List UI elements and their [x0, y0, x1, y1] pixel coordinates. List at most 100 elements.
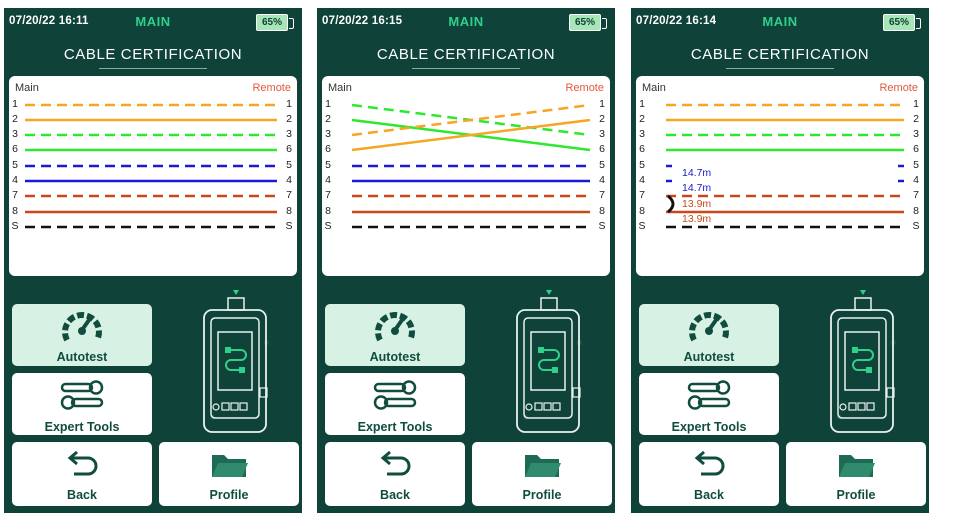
main-label: Main: [642, 82, 666, 94]
status-time: 07/20/22 16:11: [9, 15, 89, 27]
status-time: 07/20/22 16:15: [322, 15, 403, 27]
tester-device-icon: [203, 290, 268, 433]
folder-icon: [212, 455, 248, 477]
status-bar: 07/20/22 16:15 MAIN 65%: [317, 8, 615, 36]
back-arrow-icon: [67, 450, 98, 476]
page-title: CABLE CERTIFICATION: [376, 46, 556, 63]
right-pin: 2: [286, 113, 292, 125]
status-mode: MAIN: [135, 14, 171, 29]
short-indicator-icon: [667, 194, 675, 214]
right-pin: 3: [599, 128, 605, 140]
right-pin: 6: [913, 143, 919, 155]
left-pin: 1: [12, 98, 18, 110]
left-pin: 4: [12, 174, 18, 186]
right-pin: 7: [913, 189, 919, 201]
expert-tools-button[interactable]: Expert Tools: [325, 373, 465, 435]
wrench-icon: [687, 380, 731, 410]
right-pin: 4: [286, 174, 292, 186]
left-pin: 2: [639, 113, 645, 125]
main-label: Main: [15, 82, 39, 94]
right-pin: 8: [599, 205, 605, 217]
remote-label: Remote: [565, 82, 604, 94]
tester-device-icon: [830, 290, 895, 433]
left-pin: 2: [325, 113, 331, 125]
battery-tip-icon: [602, 18, 607, 29]
right-pin: 6: [599, 143, 605, 155]
title-underline: [99, 68, 207, 69]
page-title: CABLE CERTIFICATION: [690, 46, 870, 63]
status-bar: 07/20/22 16:11 MAIN 65%: [4, 8, 302, 36]
expert-tools-button[interactable]: Expert Tools: [639, 373, 779, 435]
right-pin: 4: [599, 174, 605, 186]
left-pin: 6: [639, 143, 645, 155]
right-pin: 5: [286, 159, 292, 171]
left-pin: 5: [12, 159, 18, 171]
left-pin: S: [11, 220, 19, 232]
folder-icon: [839, 455, 875, 477]
left-pin: 7: [325, 189, 331, 201]
profile-button[interactable]: Profile: [159, 442, 299, 506]
left-pin: 3: [12, 128, 18, 140]
back-arrow-icon: [694, 450, 725, 476]
status-mode: MAIN: [762, 14, 798, 29]
right-pin: 6: [286, 143, 292, 155]
wiremap-panel: Main Remote 1 2 3 6 5 4 7 8 S 1 2 3 6 5 …: [322, 76, 610, 276]
autotest-gauge-icon: [62, 312, 102, 342]
title-underline: [726, 68, 834, 69]
screen-wiremap-open-short: 07/20/22 16:14 MAIN 65% CABLE CERTIFICAT…: [631, 8, 929, 513]
remote-label: Remote: [252, 82, 291, 94]
right-pin: 2: [599, 113, 605, 125]
autotest-gauge-icon: [689, 312, 729, 342]
profile-label: Profile: [522, 488, 562, 502]
back-label: Back: [694, 488, 724, 502]
screen-wiremap-pass: 07/20/22 16:11 MAIN 65% CABLE CERTIFICAT…: [4, 8, 302, 513]
left-pin: 2: [12, 113, 18, 125]
right-pin: 1: [286, 98, 292, 110]
back-button[interactable]: Back: [325, 442, 465, 506]
expert-tools-label: Expert Tools: [44, 420, 120, 434]
expert-tools-label: Expert Tools: [357, 420, 433, 434]
right-pin: 1: [913, 98, 919, 110]
autotest-button[interactable]: Autotest: [12, 304, 152, 366]
profile-label: Profile: [209, 488, 249, 502]
left-pin: 6: [12, 143, 18, 155]
wrench-icon: [60, 380, 104, 410]
left-pin: S: [638, 220, 646, 232]
left-pin: 8: [639, 205, 645, 217]
left-pin: 6: [325, 143, 331, 155]
autotest-label: Autotest: [369, 350, 421, 364]
right-pin: 7: [286, 189, 292, 201]
left-pin: 5: [325, 159, 331, 171]
right-pin: 3: [286, 128, 292, 140]
right-pin: 5: [913, 159, 919, 171]
wire-lines: [351, 103, 591, 229]
autotest-button[interactable]: Autotest: [639, 304, 779, 366]
autotest-gauge-icon: [375, 312, 415, 342]
left-pin: S: [324, 220, 332, 232]
profile-button[interactable]: Profile: [786, 442, 926, 506]
back-button[interactable]: Back: [12, 442, 152, 506]
left-pin: 8: [325, 205, 331, 217]
left-pin: 4: [639, 174, 645, 186]
wire-lines: [25, 103, 277, 229]
left-pin: 7: [639, 189, 645, 201]
back-button[interactable]: Back: [639, 442, 779, 506]
autotest-label: Autotest: [683, 350, 735, 364]
expert-tools-button[interactable]: Expert Tools: [12, 373, 152, 435]
right-pin: 8: [913, 205, 919, 217]
profile-button[interactable]: Profile: [472, 442, 612, 506]
autotest-button[interactable]: Autotest: [325, 304, 465, 366]
length-label: 13.9m: [682, 213, 712, 225]
left-pin: 3: [325, 128, 331, 140]
right-pin: S: [912, 220, 920, 232]
right-pin: 2: [913, 113, 919, 125]
status-time: 07/20/22 16:14: [636, 15, 717, 27]
length-label: 14.7m: [682, 182, 712, 194]
title-underline: [412, 68, 520, 69]
length-label: 14.7m: [682, 167, 712, 179]
wiremap-panel: Main Remote 1 2 3 6 5 4 7 8 S 1 2 3 6 5 …: [636, 76, 924, 276]
wire-3-crossed: [351, 103, 591, 137]
battery-indicator: 65%: [256, 14, 288, 31]
left-pin: 1: [639, 98, 645, 110]
battery-indicator: 65%: [569, 14, 601, 31]
